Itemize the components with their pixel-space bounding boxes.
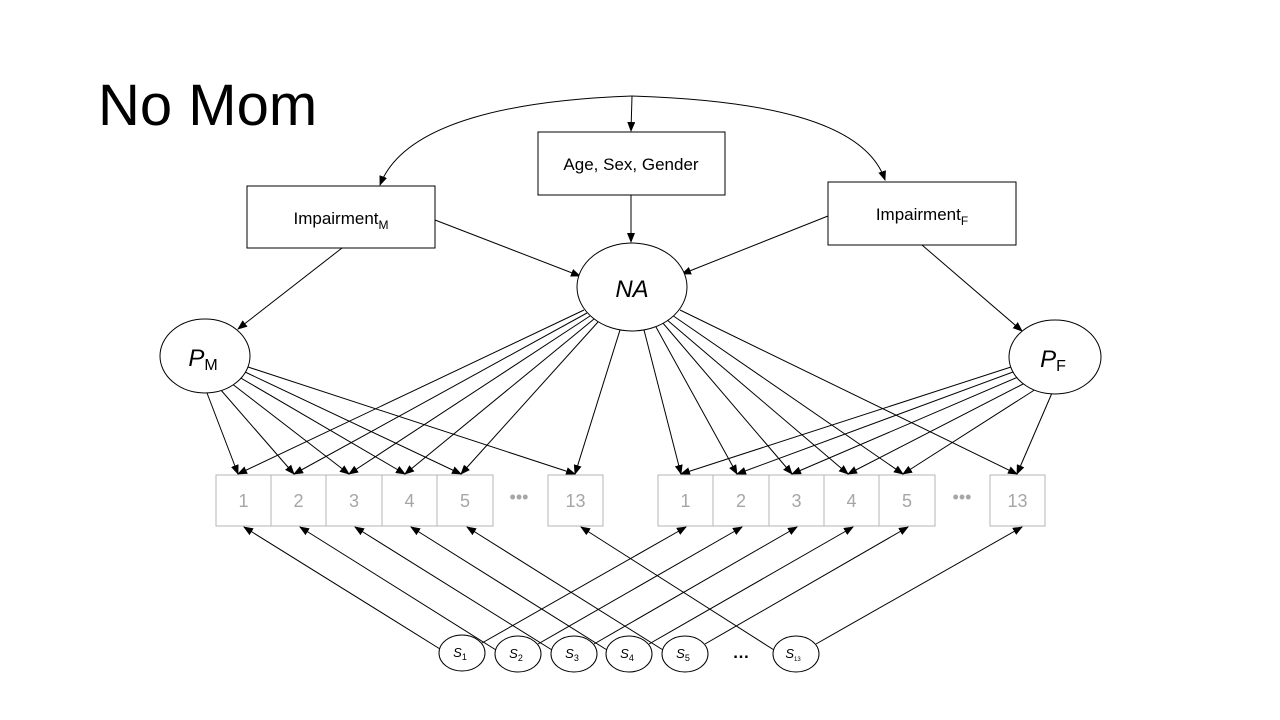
s13-label: S13	[785, 646, 801, 663]
left-item-3-label: 3	[349, 491, 359, 511]
left-item-4-box	[381, 474, 438, 527]
na-node	[576, 242, 688, 332]
left-item-2-box	[270, 474, 327, 527]
left-item-row: 1 2 3 4 5 ••• 13	[215, 474, 604, 527]
p-f-to-right-item-1	[736, 371, 1014, 475]
left-item-3-box	[325, 474, 383, 527]
s13-node	[772, 635, 820, 673]
s3-node	[550, 635, 598, 673]
p-f-to-right-item-4	[902, 388, 1037, 475]
left-item-ellipsis: •••	[510, 487, 529, 507]
left-item-2-label: 2	[293, 491, 303, 511]
na-to-right-item-2	[661, 321, 793, 475]
right-item-row: 1 2 3 4 5 ••• 13	[657, 474, 1046, 527]
left-item-5-label: 5	[460, 491, 470, 511]
s4-node	[605, 635, 653, 673]
p-f-to-right-item-3	[847, 382, 1026, 475]
cov-to-impairment-f-arrow	[631, 95, 886, 181]
p-m-to-left-item-1	[219, 388, 295, 475]
slide-title: No Mom	[98, 73, 318, 138]
s-node-row: S1 S2 S3 S4 S5 … S13	[438, 634, 820, 673]
s-to-left-item-0	[243, 526, 441, 650]
covariates-box	[537, 131, 726, 196]
covariates-label: Age, Sex, Gender	[563, 155, 698, 174]
impairment-f-to-na-arrow	[681, 215, 829, 275]
impairment-m-box	[246, 185, 436, 249]
p-m-node	[159, 318, 251, 394]
right-item-3-box	[768, 474, 825, 527]
s1-label: S1	[453, 645, 467, 662]
cov-top-arrow	[627, 95, 636, 132]
impairment-f-label: ImpairmentF	[876, 205, 968, 228]
s-to-left-item-3	[410, 526, 608, 651]
p-f-to-right-item-0	[680, 366, 1012, 476]
right-item-4-label: 4	[846, 491, 856, 511]
na-to-left-item-0	[237, 309, 585, 475]
left-item-5-box	[436, 474, 494, 527]
left-item-4-label: 4	[404, 491, 414, 511]
right-item-13-label: 13	[1007, 491, 1027, 511]
p-m-to-left-item-0	[206, 392, 239, 475]
s-to-right-item-3	[648, 526, 854, 645]
na-label: NA	[615, 276, 648, 303]
na-to-right-item-5	[679, 309, 1018, 475]
impairment-f-box	[827, 181, 1017, 246]
s1-node	[438, 634, 486, 672]
impairment-f-to-p-f-arrow	[921, 244, 1023, 332]
na-to-left-item-2	[348, 315, 591, 475]
p-f-node	[1008, 319, 1102, 395]
left-item-13-box	[547, 474, 604, 527]
na-to-right-item-3	[665, 318, 849, 475]
s-to-left-item-2	[354, 526, 553, 651]
left-item-13-label: 13	[565, 491, 585, 511]
s-to-left-item-5	[580, 526, 775, 651]
s-to-right-item-2	[593, 526, 798, 645]
na-to-left-item-5	[573, 329, 621, 475]
right-item-5-label: 5	[902, 491, 912, 511]
right-item-5-box	[878, 474, 936, 527]
s4-label: S4	[620, 646, 634, 663]
na-to-left-item-3	[404, 318, 595, 475]
right-item-13-box	[989, 474, 1046, 527]
cov-to-impairment-m-arrow	[379, 95, 633, 186]
s-to-right-item-5	[815, 526, 1023, 645]
p-m-to-left-item-3	[238, 376, 406, 475]
na-to-left-item-4	[460, 321, 599, 475]
na-to-right-item-1	[655, 326, 738, 475]
right-item-1-box	[657, 474, 714, 527]
s2-node	[494, 635, 542, 673]
p-f-label: PF	[1040, 346, 1066, 375]
na-to-left-item-1	[293, 312, 588, 475]
s5-node	[661, 635, 709, 673]
p-m-to-left-item-5	[247, 366, 576, 476]
s-to-right-item-0	[481, 526, 687, 644]
na-to-right-item-0	[643, 329, 683, 475]
s-ellipsis: …	[733, 643, 750, 662]
s3-label: S3	[565, 646, 579, 663]
right-item-3-label: 3	[791, 491, 801, 511]
right-item-4-box	[823, 474, 880, 527]
s-to-left-item-1	[299, 526, 497, 651]
s5-label: S5	[676, 646, 690, 663]
right-item-1-label: 1	[680, 491, 690, 511]
s-to-left-item-4	[466, 526, 664, 651]
left-item-1-label: 1	[238, 491, 248, 511]
p-m-label: PM	[188, 345, 217, 374]
s-to-right-item-1	[537, 526, 743, 645]
right-item-2-box	[712, 474, 770, 527]
p-m-to-left-item-2	[230, 382, 350, 475]
right-item-2-label: 2	[736, 491, 746, 511]
right-item-ellipsis: •••	[953, 487, 972, 507]
s2-label: S2	[509, 646, 523, 663]
impairment-m-to-na-arrow	[434, 219, 581, 277]
p-f-to-right-item-2	[791, 376, 1019, 475]
s-to-right-item-4	[704, 526, 909, 645]
p-f-to-right-item-5	[1016, 392, 1053, 475]
p-m-to-left-item-4	[244, 371, 462, 475]
impairment-m-to-p-m-arrow	[237, 247, 343, 330]
na-to-right-item-4	[671, 314, 904, 475]
impairment-m-label: ImpairmentM	[293, 209, 388, 232]
